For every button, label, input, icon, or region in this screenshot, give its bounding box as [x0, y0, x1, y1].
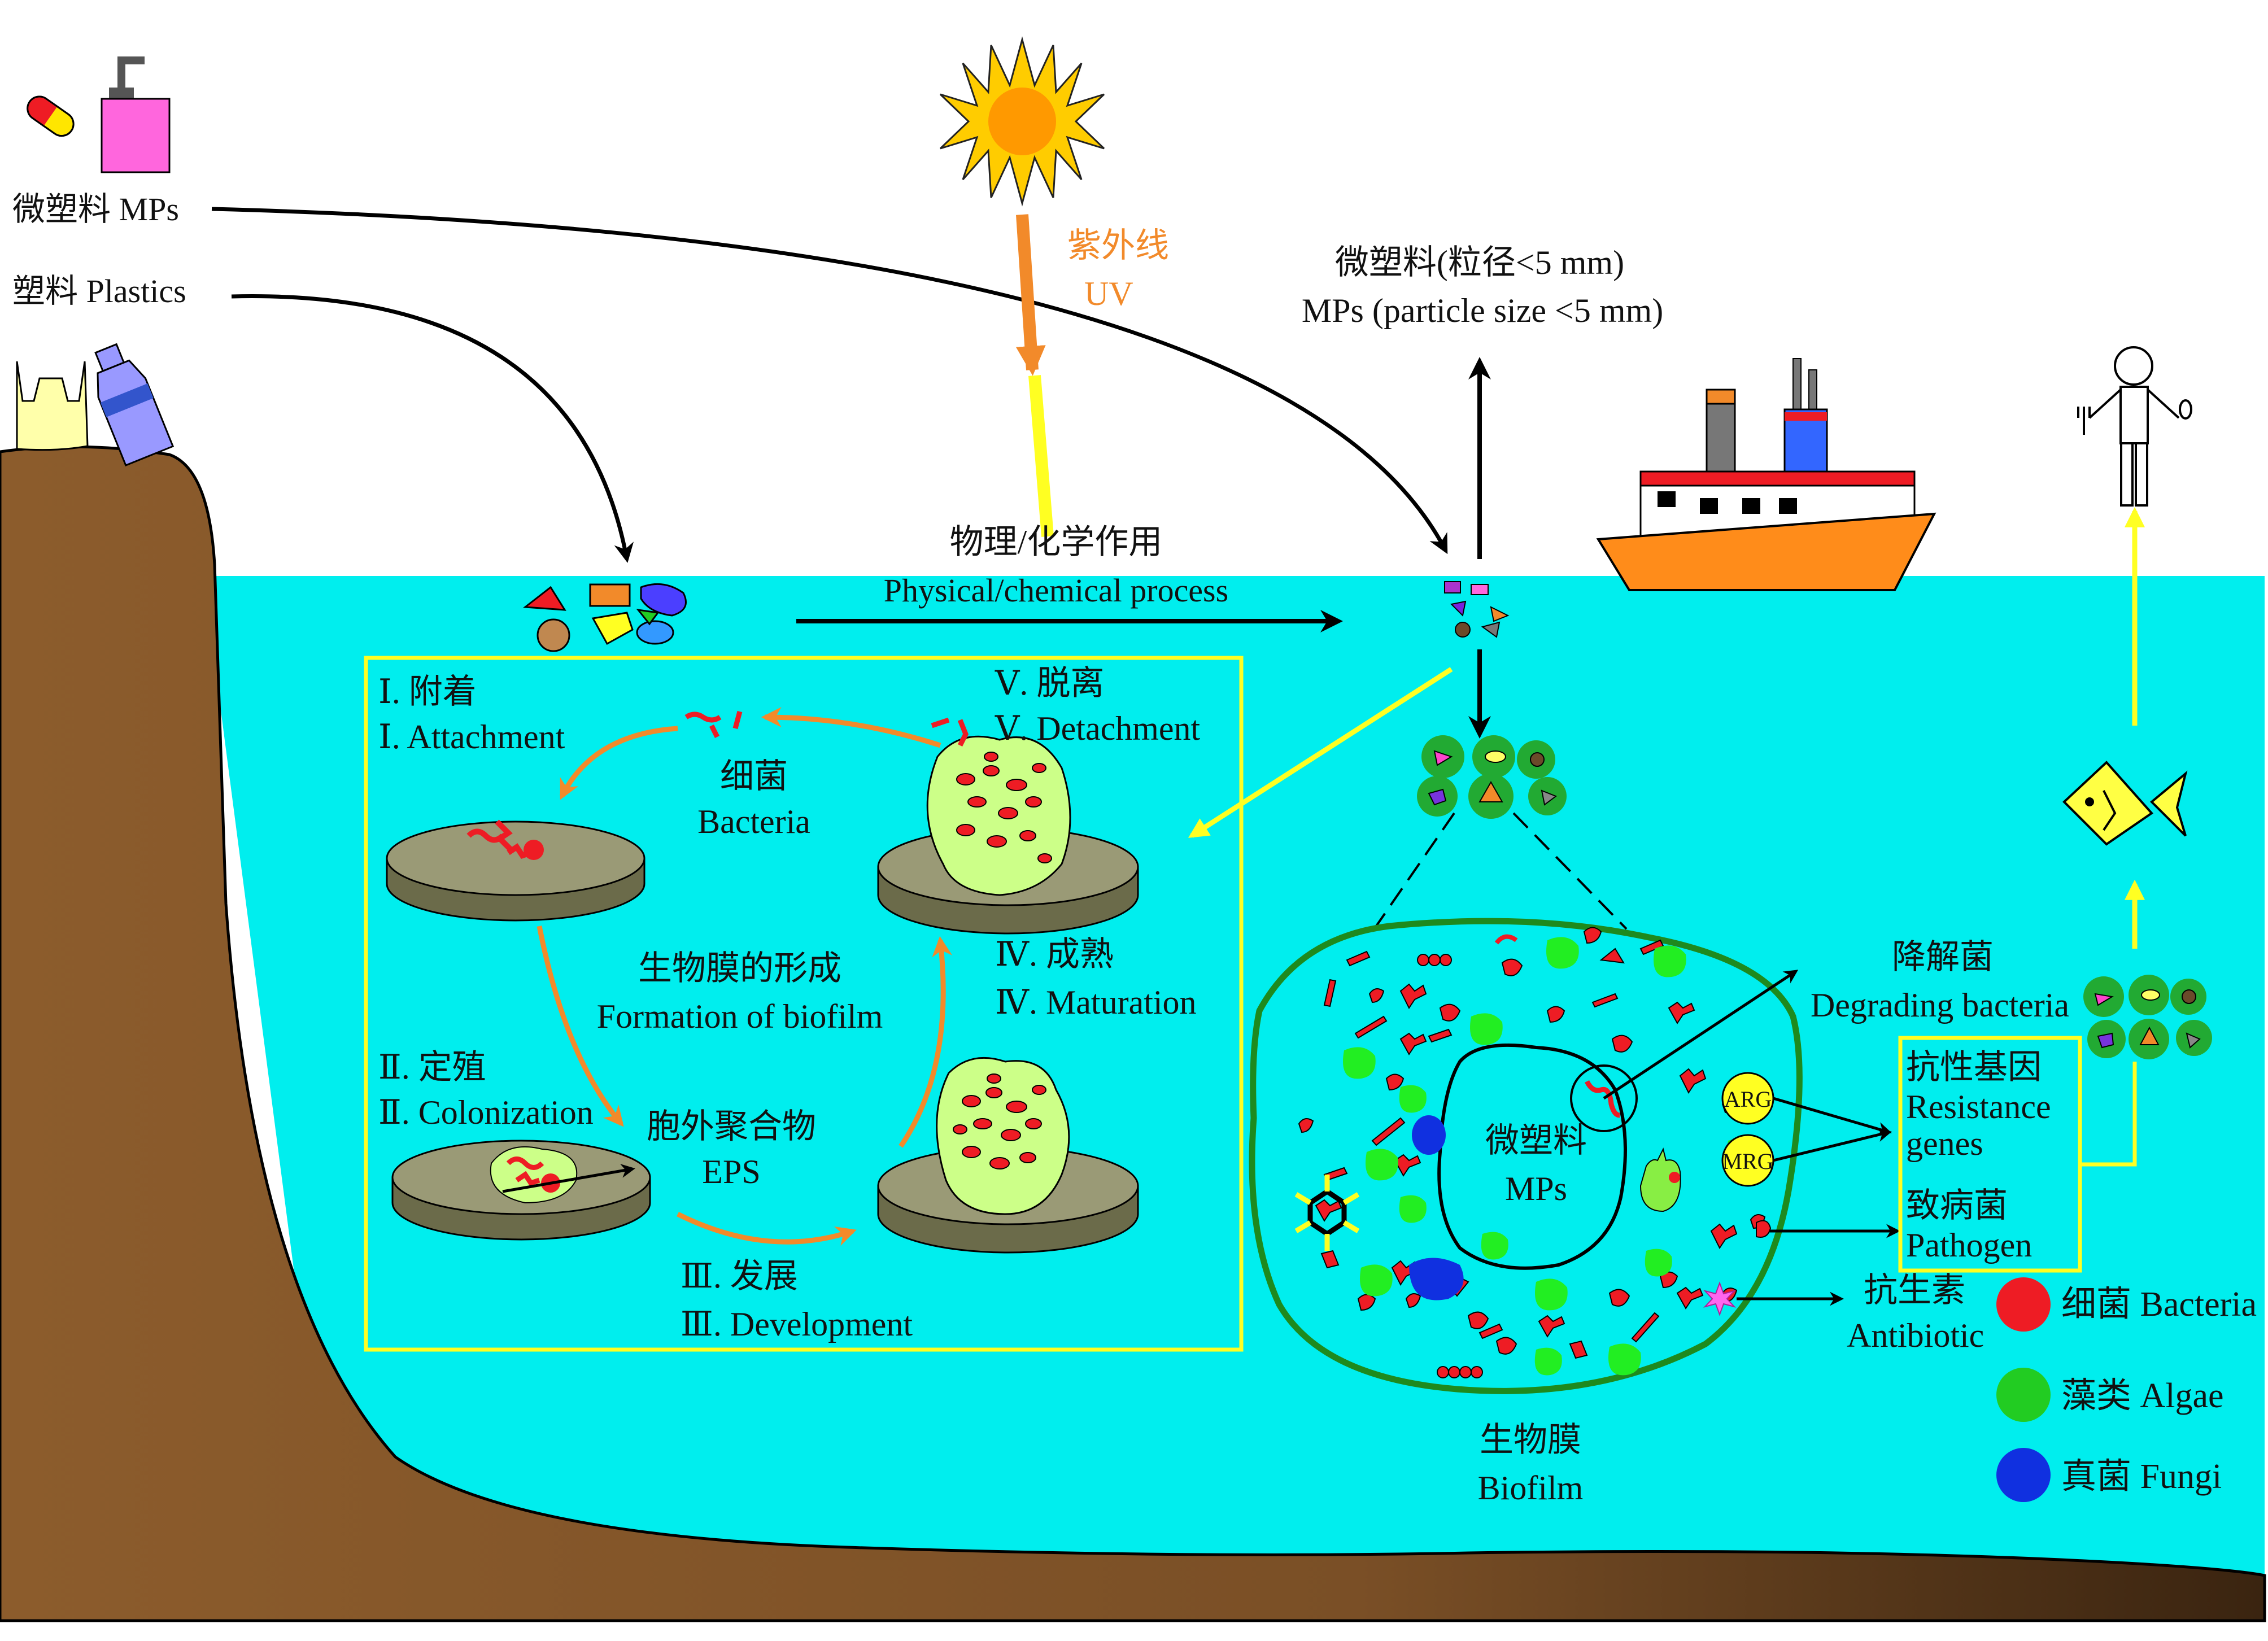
legend: 细菌 Bacteria 藻类 Algae 真菌 Fungi	[1996, 1277, 2257, 1502]
stage3-label-en: Ⅲ. Development	[681, 1306, 913, 1343]
uv-ray-yellow	[1028, 375, 1054, 537]
eps-label-en: EPS	[702, 1153, 760, 1190]
legend-swatch-fungi	[1996, 1448, 2051, 1502]
small-mps-label-cn: 微塑料(粒径<5 mm)	[1335, 244, 1624, 281]
colonized-mps-cluster	[1417, 735, 1567, 819]
biofilm-label-cn: 生物膜	[1480, 1421, 1581, 1459]
yellow-arrow-to-box	[1188, 667, 1453, 838]
biofilm-core-label-cn: 微塑料	[1485, 1122, 1587, 1159]
cycle-arrow-4	[899, 936, 953, 1148]
human-icon	[2077, 346, 2192, 507]
stage4-label-en: Ⅳ. Maturation	[995, 984, 1197, 1021]
degrading-label-cn: 降解菌	[1892, 939, 1994, 976]
stage2-label-cn: Ⅱ. 定殖	[378, 1049, 486, 1086]
legend-label-bacteria: 细菌 Bacteria	[2061, 1285, 2257, 1324]
zoom-line-right	[1512, 812, 1628, 930]
legend-swatch-algae	[1996, 1368, 2051, 1422]
stage1-label-cn: Ⅰ. 附着	[378, 673, 477, 710]
biofilm-formation-title-en: Formation of biofilm	[597, 998, 883, 1035]
land-cliff	[0, 445, 2266, 1622]
disc-maturation	[877, 735, 1139, 935]
stage5-label-en: Ⅴ. Detachment	[995, 710, 1201, 747]
biofilm-core-label-en: MPs	[1505, 1170, 1567, 1207]
mps-arrow	[211, 207, 1448, 555]
mrg-arrow	[1773, 1128, 1892, 1162]
plastics-arrow	[231, 294, 634, 563]
disc-development	[877, 1057, 1139, 1254]
small-mps-label-en: MPs (particle size <5 mm)	[1302, 292, 1663, 329]
uv-label-en: UV	[1084, 275, 1133, 312]
legend-label-fungi: 真菌 Fungi	[2061, 1457, 2222, 1496]
degrader-bacterium	[1584, 1080, 1620, 1118]
pathogen-label-cn: 致病菌	[1906, 1187, 2008, 1224]
antibiotic-label-en: Antibiotic	[1847, 1317, 1984, 1354]
pump-bottle-icon	[101, 56, 171, 173]
biofilm-label-en: Biofilm	[1478, 1469, 1584, 1507]
antibiotic-star-icon	[1703, 1281, 1737, 1316]
arg-label: ARG	[1724, 1086, 1772, 1112]
bottle-icon	[94, 343, 175, 467]
resistance-label-cn: 抗性基因	[1906, 1049, 2042, 1086]
process-label-cn: 物理/化学作用	[950, 523, 1163, 561]
degrading-arrow	[1603, 970, 1799, 1100]
microplastic-core	[1437, 1043, 1627, 1270]
box-to-cluster-line	[2080, 1062, 2137, 1167]
uv-ray-orange	[1015, 214, 1046, 376]
resistance-label-en-2: genes	[1906, 1125, 1983, 1162]
fish-icon	[2062, 761, 2188, 846]
legend-label-algae: 藻类 Algae	[2061, 1377, 2224, 1415]
cycle-arrow-1	[559, 726, 678, 800]
degrading-label-en: Degrading bacteria	[1811, 987, 2069, 1024]
uv-label-cn: 紫外线	[1067, 227, 1169, 264]
process-label-en: Physical/chemical process	[884, 572, 1228, 609]
biofilm-formation-box	[364, 656, 1244, 1352]
biofilm-bacteria	[1298, 927, 1766, 1378]
capsule-icon	[27, 95, 75, 137]
biofilm-formation-title-cn: 生物膜的形成	[638, 950, 841, 987]
water-body	[203, 576, 2265, 1615]
arg-arrow	[1773, 1097, 1892, 1136]
mps-source-label: 微塑料 MPs	[12, 191, 179, 228]
outcome-box	[1898, 1036, 2082, 1273]
fish-mps-cluster	[2083, 975, 2212, 1059]
cycle-arrow-5	[761, 707, 941, 748]
cycle-arrow-3	[676, 1211, 857, 1246]
legend-swatch-bacteria	[1996, 1277, 2051, 1332]
stage2-label-en: Ⅱ. Colonization	[378, 1094, 594, 1131]
antibiotic-label-cn: 抗生素	[1864, 1272, 1965, 1309]
cycle-arrow-2	[537, 926, 624, 1127]
antibiotic-molecule-icon	[1294, 1175, 1360, 1251]
stage4-label-cn: Ⅳ. 成熟	[995, 936, 1114, 973]
degrader-highlight	[1570, 1064, 1638, 1132]
pathogen-label-en: Pathogen	[1906, 1227, 2032, 1264]
stage1-label-en: Ⅰ. Attachment	[378, 718, 565, 756]
bag-icon	[16, 361, 89, 451]
pathogen-bacterium	[1756, 1220, 1772, 1238]
mrg-label: MRG	[1722, 1149, 1773, 1174]
resistance-label-en-1: Resistance	[1906, 1088, 2051, 1125]
disc-colonization	[391, 1140, 651, 1241]
ship-icon	[1596, 358, 1936, 591]
stage5-label-cn: Ⅴ. 脱离	[995, 665, 1104, 702]
stage3-label-cn: Ⅲ. 发展	[681, 1258, 798, 1295]
plastic-fragments	[522, 583, 687, 652]
alga-cell-icon	[1639, 1147, 1681, 1212]
plastics-source-label: 塑料 Plastics	[12, 273, 186, 309]
biofilm-fungi	[1409, 1115, 1464, 1300]
bacteria-label-cn: 细菌	[720, 758, 788, 795]
sun-icon	[939, 36, 1105, 207]
disc-attachment	[386, 819, 645, 922]
detached-bacteria	[684, 710, 969, 747]
micro-fragments	[1444, 581, 1510, 638]
eps-label-cn: 胞外聚合物	[647, 1108, 816, 1145]
bacteria-label-en: Bacteria	[697, 803, 810, 840]
